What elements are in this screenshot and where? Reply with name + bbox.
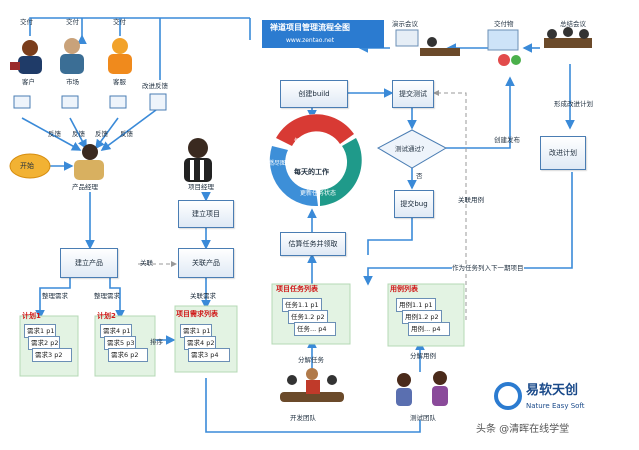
plan2-title: 计划2 — [97, 312, 116, 320]
task-item-1: 任务1.1 p1 — [282, 298, 322, 312]
brand-logo-icon — [494, 382, 522, 410]
plan2-item-3: 需求6 p2 — [108, 348, 148, 362]
test-submit-box: 提交测试 — [392, 80, 434, 108]
decision-diamond — [376, 129, 448, 169]
case-item-3: 用例... p4 — [408, 322, 450, 336]
delivery-label-1: 交付 — [20, 18, 33, 26]
service-label: 客服 — [113, 78, 126, 86]
start-label: 开始 — [20, 162, 34, 170]
task-list-title: 项目任务列表 — [276, 285, 318, 293]
organize-label-2: 整理需求 — [94, 292, 120, 300]
plan1-item-3: 需求3 p2 — [32, 348, 72, 362]
plan-form-label: 形成改进计划 — [554, 100, 593, 108]
project-req-item-3: 需求3 p4 — [188, 348, 230, 362]
delivery-line-client — [29, 17, 250, 36]
create-release-label: 创建发布 — [494, 136, 520, 144]
summary-label: 总结会议 — [560, 20, 586, 28]
case-list-title: 用例列表 — [390, 285, 418, 293]
project-req-title: 项目需求列表 — [176, 310, 218, 318]
link-case-label: 关联用例 — [458, 196, 484, 204]
next-iteration-label: 作为任务列入下一期项目 — [452, 264, 524, 272]
client-label: 客户 — [22, 78, 35, 86]
test-team-figure — [396, 371, 448, 406]
dev-team-label: 开发团队 — [290, 414, 316, 422]
cycle-seg-standup: 每日站立会议 — [294, 138, 331, 145]
task-item-3: 任务... p4 — [294, 322, 336, 336]
test-team-label: 测试团队 — [410, 414, 436, 422]
brand-name-cn: 易软天创 — [526, 383, 579, 398]
link-product-box: 关联产品 — [178, 248, 234, 278]
pm-figure — [74, 144, 104, 180]
plan1-title: 计划1 — [22, 312, 41, 320]
demo-figure — [395, 29, 460, 56]
link-req-label: 关联需求 — [190, 292, 216, 300]
dev-team-figure — [280, 368, 344, 402]
feedback-label-2: 反馈 — [72, 130, 85, 138]
cycle-seg-update: 更新任务状态 — [300, 190, 337, 197]
summary-figure — [544, 27, 592, 48]
plan2-item-2: 需求5 p3 — [104, 336, 136, 350]
title-banner — [262, 20, 384, 48]
estimate-box: 估算任务并领取 — [280, 232, 346, 256]
watermark: 头条 @清晖在线学堂 — [476, 424, 570, 435]
cycle-center-label: 每天的工作 — [294, 168, 329, 176]
link-label: 关联 — [140, 259, 153, 267]
start-node — [9, 153, 51, 179]
delivery-label-3: 交付 — [113, 18, 126, 26]
create-project-box: 建立项目 — [178, 200, 234, 228]
client-figure — [10, 40, 42, 74]
split-task-label: 分解任务 — [298, 356, 324, 364]
improve-plan-box: 改进计划 — [540, 136, 586, 170]
organize-label-1: 整理需求 — [42, 292, 68, 300]
delivery-label-2: 交付 — [66, 18, 79, 26]
proj-mgr-figure — [184, 138, 212, 182]
title-url: www.zentao.net — [286, 37, 335, 44]
split-case-label: 分解用例 — [410, 352, 436, 360]
create-product-box: 建立产品 — [60, 248, 118, 278]
create-build-box: 创建build — [280, 80, 348, 108]
schedule-label: 排序 — [150, 338, 163, 346]
no-label: 否 — [416, 172, 423, 180]
pm-label: 产品经理 — [72, 183, 98, 191]
feedback-label-4: 反馈 — [120, 130, 133, 138]
feedback-label-1: 反馈 — [48, 130, 61, 138]
test-pass-label: 测试通过? — [395, 145, 425, 153]
service-figure — [108, 38, 132, 74]
deliverable-figure — [487, 29, 521, 66]
market-figure — [60, 38, 84, 74]
proj-mgr-label: 项目经理 — [188, 183, 214, 191]
demo-label: 演示会议 — [392, 20, 418, 28]
market-label: 市场 — [66, 78, 79, 86]
feedback-label-3: 反馈 — [95, 130, 108, 138]
submit-bug-box: 提交bug — [394, 190, 434, 218]
brand-name-en: Nature Easy Soft — [526, 402, 585, 410]
daily-cycle — [269, 114, 362, 207]
improve-feedback-label: 改进反馈 — [142, 82, 168, 90]
deliverable-label: 交付物 — [494, 20, 514, 28]
cycle-seg-burndown: 燃尽图 — [268, 160, 287, 167]
page-title: 禅道项目管理流程全图 — [270, 23, 350, 32]
